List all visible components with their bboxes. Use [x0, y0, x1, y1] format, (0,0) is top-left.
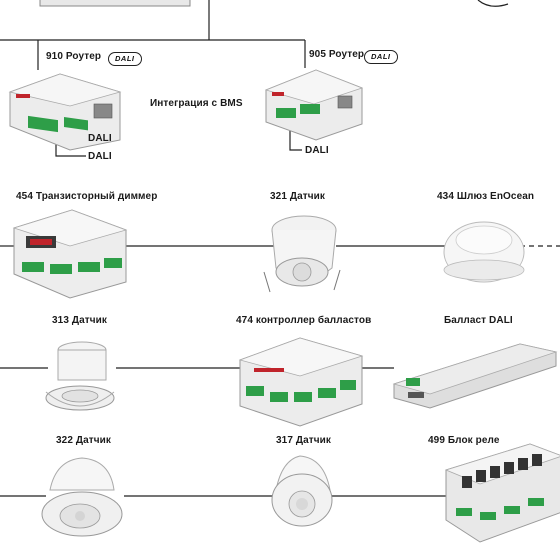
bms-integration-label: Интеграция с BMS: [150, 98, 243, 109]
device-label-474: 474 контроллер балластов: [236, 315, 372, 326]
relay-block-499-device: [444, 443, 560, 543]
device-label-322: 322 Датчик: [56, 435, 112, 446]
router-905-device: [264, 69, 364, 141]
router-910-device: [8, 73, 122, 151]
dali-logo-icon: DALI: [108, 52, 142, 66]
top-right-curve: [477, 0, 509, 7]
dali-logo-icon: DALI: [364, 50, 398, 64]
enocean-gateway-434-device: [443, 221, 525, 283]
device-label-317: 317 Датчик: [276, 435, 332, 446]
device-label-321: 321 Датчик: [270, 191, 326, 202]
device-label-313: 313 Датчик: [52, 315, 108, 326]
sensor-322-device: [41, 457, 123, 537]
device-label-434: 434 Шлюз EnOcean: [437, 191, 535, 202]
device-label-ballast: Балласт DALI: [444, 315, 513, 326]
device-label-499: 499 Блок реле: [428, 435, 500, 446]
device-label-454: 454 Транзисторный диммер: [16, 191, 158, 202]
dali-ballast-device: [392, 343, 558, 409]
router-910-label: 910 Роутер: [46, 51, 102, 62]
dali-output-label: DALI: [305, 145, 329, 156]
dali-output-label: DALI: [88, 151, 112, 162]
dali-output-line-3: [289, 130, 302, 151]
router-905-label: 905 Роутер: [309, 49, 365, 60]
sensor-321-device: [263, 215, 341, 293]
ballast-controller-474-device: [238, 337, 364, 427]
transistor-dimmer-454-device: [12, 209, 128, 299]
sensor-313-device: [45, 341, 115, 411]
top-cropped-device: [39, 0, 191, 7]
sensor-317-device: [271, 455, 333, 527]
dali-output-label: DALI: [88, 133, 112, 144]
